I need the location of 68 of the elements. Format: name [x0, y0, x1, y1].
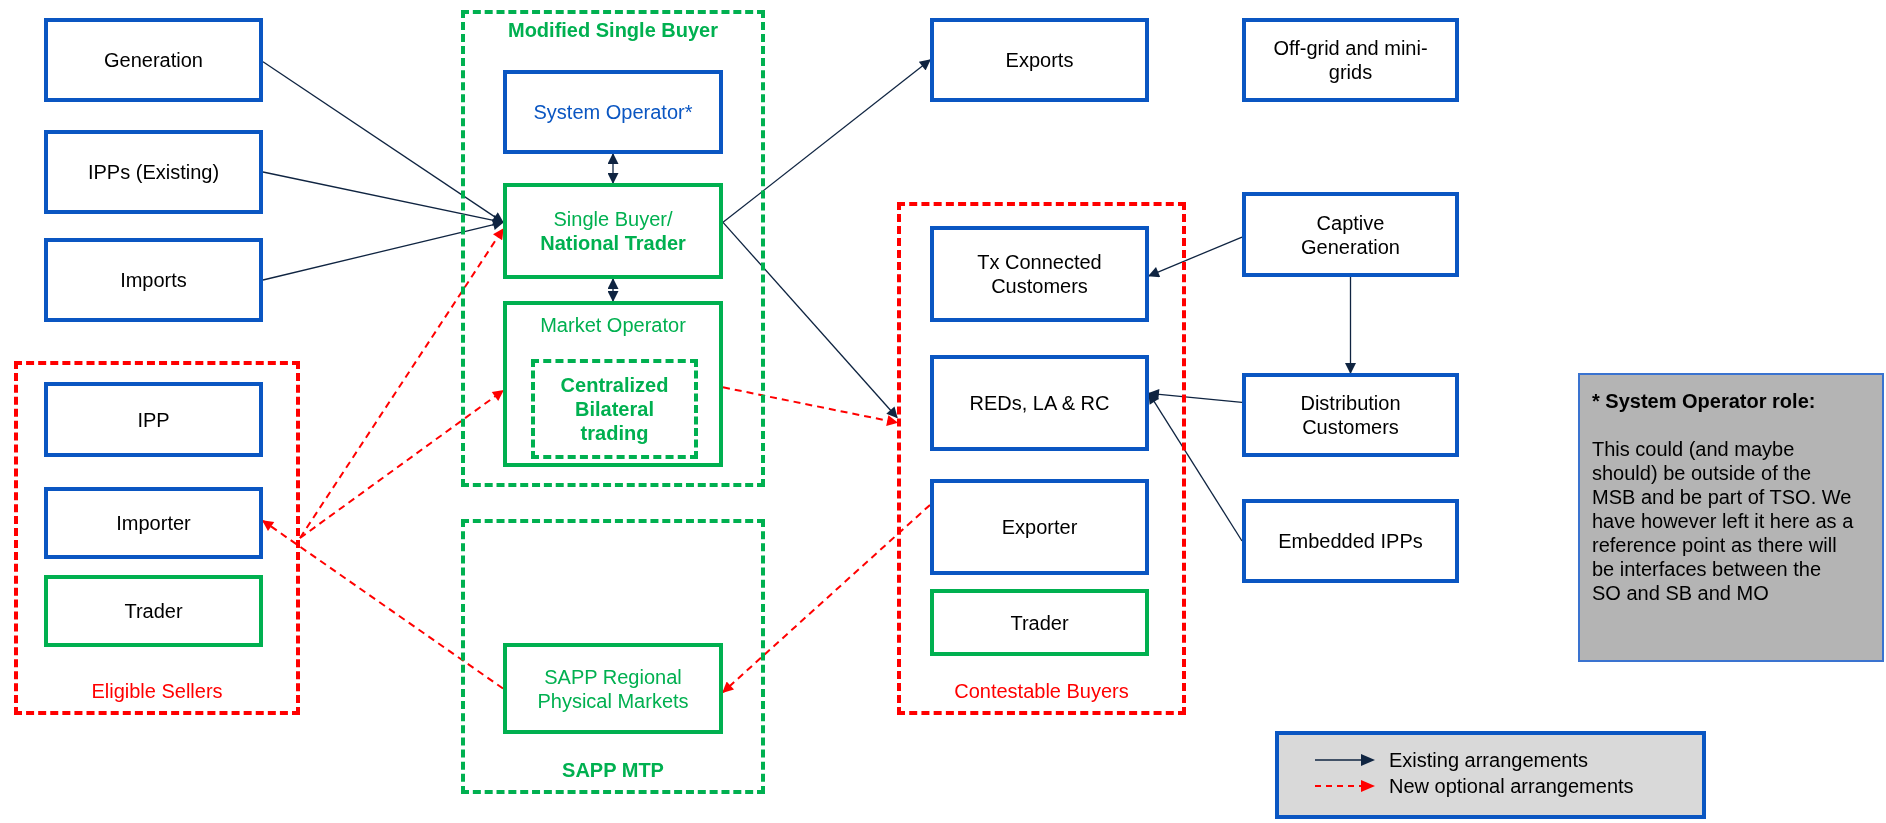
process-box	[930, 355, 1149, 451]
process-box	[44, 575, 263, 647]
connector-arrow	[722, 221, 898, 419]
connector-arrow	[262, 61, 504, 223]
process-box	[503, 70, 723, 154]
connector-arrow	[1148, 236, 1243, 278]
connector-arrow	[607, 152, 619, 185]
connector-arrow	[607, 277, 619, 303]
note-heading: * System Operator role:	[1592, 389, 1816, 413]
node-label: Importer	[116, 511, 191, 535]
process-box	[930, 589, 1149, 656]
process-box	[930, 479, 1149, 575]
process-box	[930, 226, 1149, 322]
connector-arrow	[299, 228, 504, 539]
node-label: Captive Generation	[1300, 210, 1401, 259]
connector-arrow	[262, 519, 504, 690]
process-box	[930, 18, 1149, 102]
group-box	[461, 10, 765, 487]
node-label: System Operator*	[533, 100, 693, 124]
process-box	[503, 183, 723, 279]
node-label: Trader	[1010, 610, 1069, 635]
node-label: Embedded IPPs	[1278, 529, 1423, 553]
connector-arrow	[299, 389, 504, 539]
node-label: Market Operator	[539, 313, 687, 337]
connector-arrow	[262, 219, 505, 281]
group-label: Eligible Sellers	[90, 679, 224, 703]
connector-arrow	[722, 503, 931, 694]
process-box	[1242, 18, 1459, 102]
node-label: REDs, LA & RC	[969, 391, 1110, 415]
node-label: Trader	[124, 599, 183, 623]
node-label: Generation	[104, 48, 203, 72]
connector-arrow	[1345, 276, 1356, 375]
group-label: Contestable Buyers	[953, 679, 1130, 703]
node-label: IPP	[137, 407, 170, 432]
connector-arrow	[722, 59, 931, 223]
note-text: This could (and maybe should) be outside of the MSB and be part of TSO. We have however left it here as a reference point as there will be interfaces between the SO and SB and MO	[1592, 437, 1854, 605]
node-label: IPPs (Existing)	[87, 160, 220, 184]
process-box	[44, 130, 263, 214]
process-box	[531, 359, 698, 459]
process-box	[44, 382, 263, 457]
legend-label: New optional arrangements	[1389, 774, 1634, 798]
process-box	[44, 487, 263, 559]
node-label: Exporter	[1001, 515, 1078, 539]
node-label: Distribution Customers	[1299, 391, 1402, 439]
process-box	[503, 643, 723, 734]
connector-arrow	[722, 386, 899, 426]
node-label: Tx Connected Customers	[976, 250, 1103, 298]
node-label: Imports	[120, 268, 187, 292]
group-box	[897, 202, 1186, 715]
process-box	[1242, 499, 1459, 583]
node-label: Exports	[1005, 48, 1074, 72]
note-box	[1578, 373, 1884, 662]
legend-label: Existing arrangements	[1389, 748, 1588, 772]
node-label: Centralized Bilateral trading	[559, 373, 670, 445]
process-box	[44, 238, 263, 322]
node-label: Single Buyer/ National Trader	[539, 207, 687, 255]
connector-arrow	[1147, 388, 1243, 404]
process-box	[44, 18, 263, 102]
process-box	[1242, 192, 1459, 277]
process-box	[1242, 373, 1459, 457]
group-box	[14, 361, 300, 715]
group-box	[461, 519, 765, 794]
group-label: SAPP MTP	[561, 758, 665, 782]
connector-arrow	[1148, 392, 1243, 542]
node-label: SAPP Regional Physical Markets	[536, 664, 690, 713]
group-label: Modified Single Buyer	[507, 18, 719, 42]
node-label: Off-grid and mini-grids	[1272, 36, 1429, 84]
process-box	[503, 301, 723, 467]
